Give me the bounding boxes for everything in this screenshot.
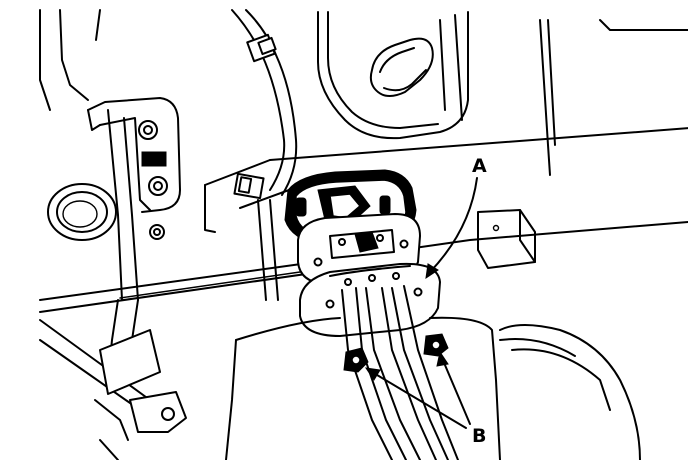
lower-left-arm [39, 319, 187, 460]
left-bracket [87, 97, 181, 381]
grommet-assembly [284, 169, 441, 337]
recessed-panel [317, 11, 469, 140]
wire-harness [231, 9, 298, 301]
bolts-b [343, 333, 449, 373]
body-panels [39, 9, 688, 313]
callout-b: B [364, 350, 486, 447]
bolt-b-left [343, 347, 369, 373]
left-round-opening [47, 183, 117, 241]
bolt-b-right [423, 333, 449, 357]
lower-shell [225, 316, 641, 460]
callout-b-label: B [472, 425, 486, 447]
cable-conduit [341, 285, 459, 460]
callout-a: A [425, 155, 487, 280]
callout-a-label: A [472, 155, 487, 177]
